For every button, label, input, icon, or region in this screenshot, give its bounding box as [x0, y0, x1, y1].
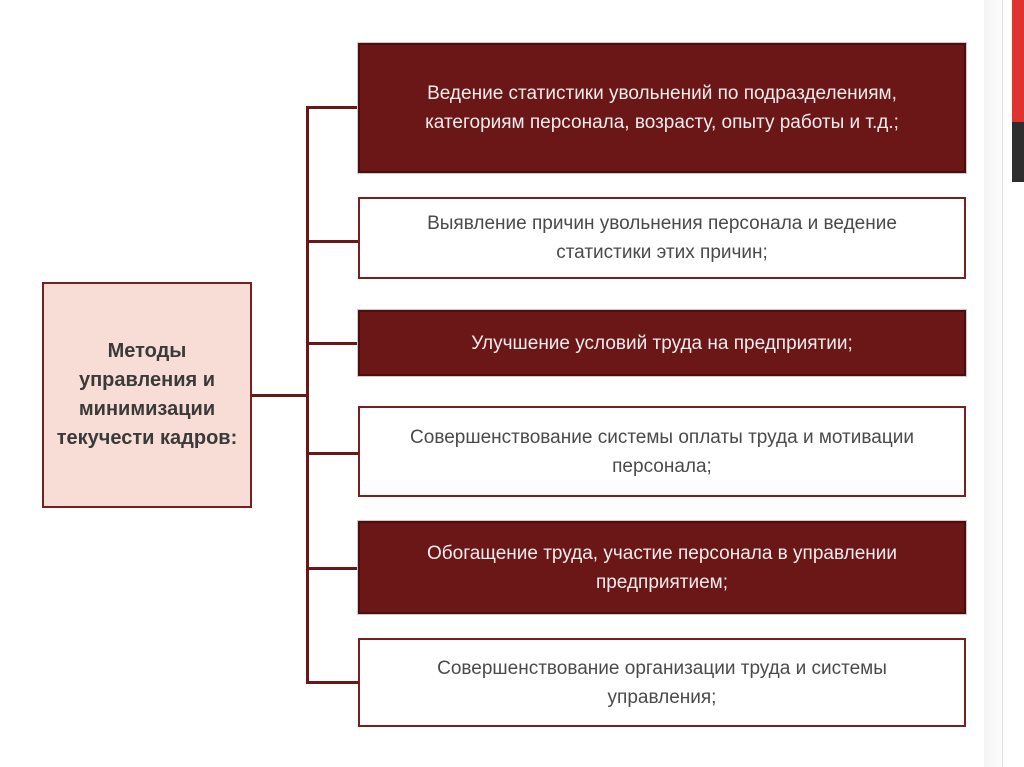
method-text-4: Совершенствование системы оплаты труда и…: [410, 426, 914, 477]
edge-accent-dark: [1012, 122, 1024, 182]
connector-branch-6: [306, 681, 358, 684]
method-box-6: Совершенствование организации труда и си…: [358, 638, 966, 727]
method-text-1: Ведение статистики увольнений по подразд…: [425, 83, 899, 133]
root-node: Методы управления и минимизации текучест…: [42, 282, 252, 508]
edge-accent-red: [1012, 0, 1024, 122]
method-text-6: Совершенствование организации труда и си…: [437, 657, 887, 708]
connector-trunk: [306, 106, 309, 684]
root-node-label: Методы управления и минимизации текучест…: [56, 340, 238, 449]
connector-branch-2: [306, 240, 358, 243]
method-box-3: Улучшение условий труда на предприятии;: [358, 310, 966, 376]
connector-branch-4: [306, 452, 358, 455]
connector-branch-1: [306, 106, 358, 109]
method-box-4: Совершенствование системы оплаты труда и…: [358, 406, 966, 497]
method-text-3: Улучшение условий труда на предприятии;: [471, 332, 853, 354]
method-text-5: Обогащение труда, участие персонала в уп…: [426, 542, 898, 593]
method-box-5: Обогащение труда, участие персонала в уп…: [358, 521, 966, 614]
connector-branch-5: [306, 567, 358, 570]
method-box-2: Выявление причин увольнения персонала и …: [358, 197, 966, 279]
connector-branch-3: [306, 342, 358, 345]
connector-root-to-trunk: [252, 394, 308, 397]
method-box-1: Ведение статистики увольнений по подразд…: [358, 43, 966, 173]
method-text-2: Выявление причин увольнения персонала и …: [427, 213, 897, 263]
